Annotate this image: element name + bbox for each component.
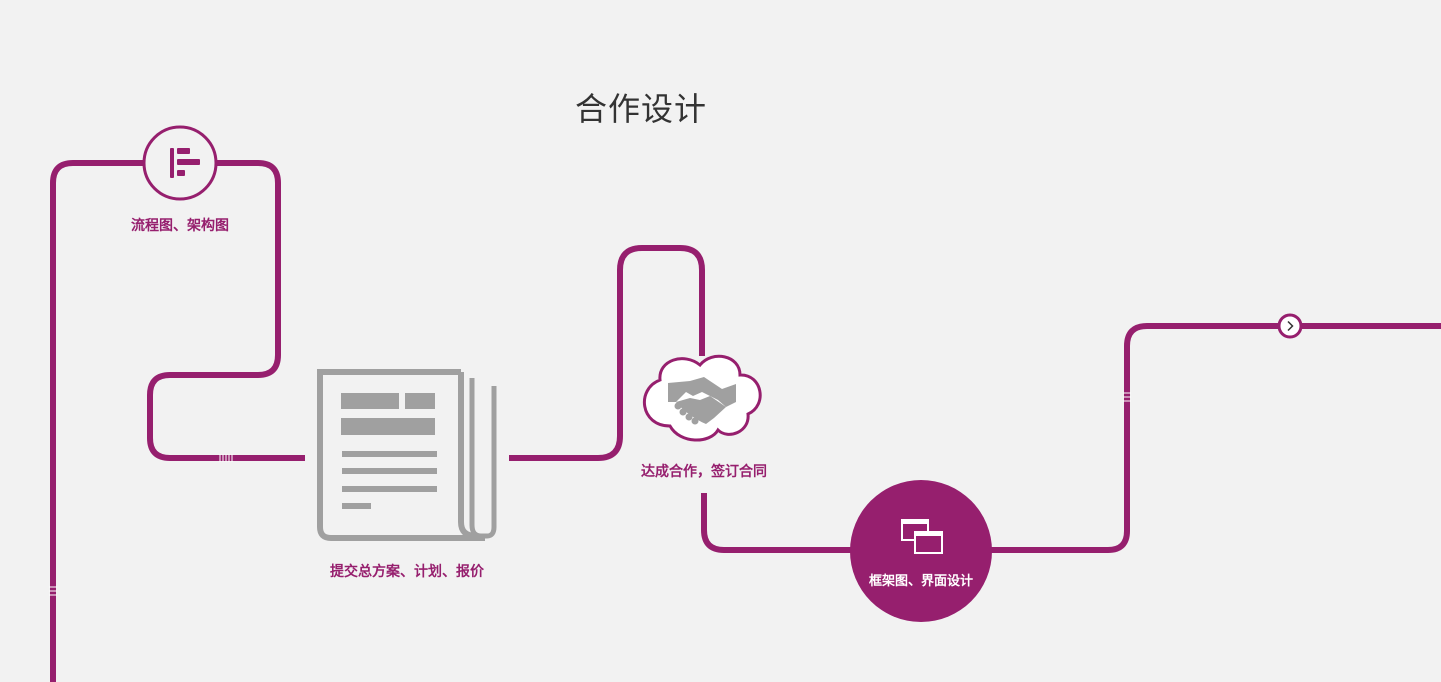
step-3-label: 达成合作，签订合同 [641, 464, 767, 480]
newspaper-icon [317, 369, 497, 541]
step-1-label: 流程图、架构图 [131, 218, 229, 234]
process-path [509, 245, 705, 461]
windows-icon [901, 519, 943, 554]
path-tick-marks [49, 392, 1131, 596]
process-path [990, 323, 1278, 553]
process-path [701, 493, 851, 553]
step-4-label: 框架图、界面设计 [868, 574, 973, 589]
process-path [50, 160, 143, 682]
chevron-right-icon[interactable] [1277, 313, 1303, 339]
flowchart-icon [142, 125, 218, 201]
process-path [147, 160, 305, 461]
step-2-label: 提交总方案、计划、报价 [330, 564, 484, 580]
handshake-icon [643, 354, 762, 442]
page-title: 合作设计 [574, 90, 707, 128]
